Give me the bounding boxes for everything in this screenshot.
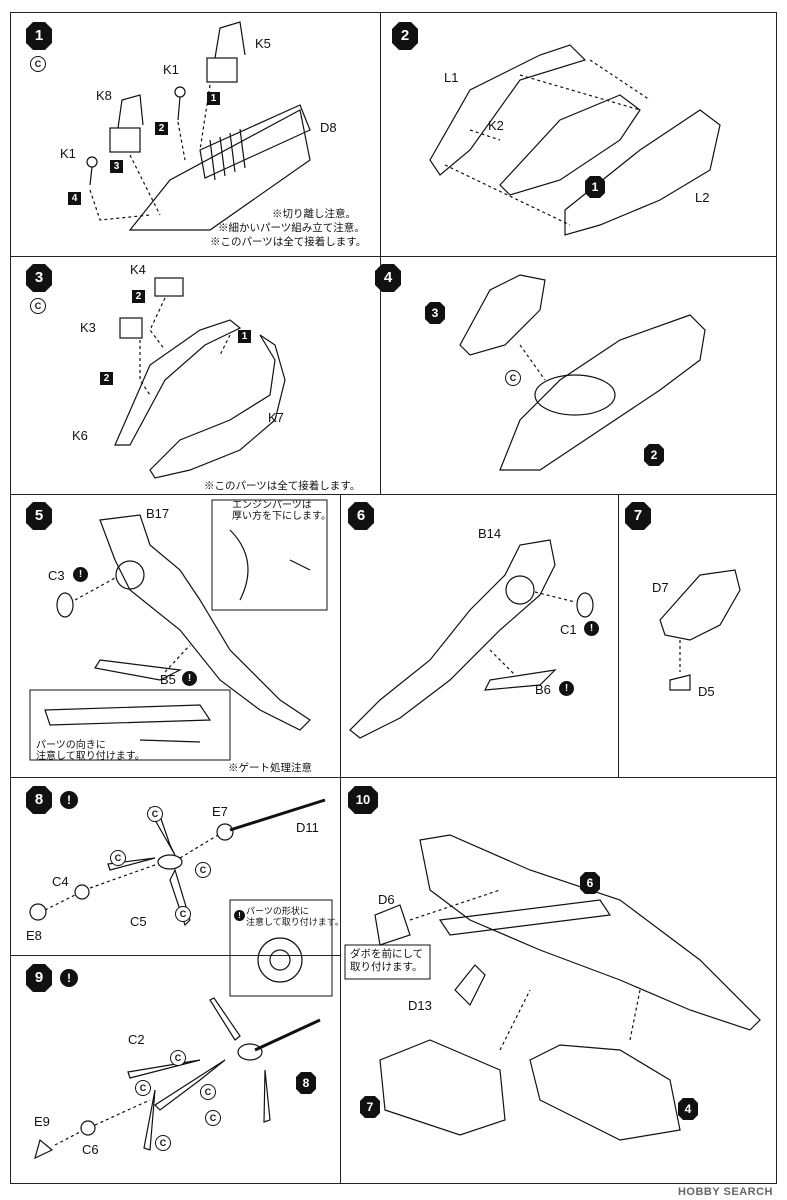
step-2-badge: 2 — [392, 22, 418, 50]
part-label: E8 — [26, 928, 42, 943]
cement-icon: C — [205, 1110, 221, 1126]
watermark: HOBBY SEARCH — [677, 1186, 773, 1198]
step-ref-badge: 3 — [425, 302, 445, 324]
step-10-badge: 10 — [348, 786, 378, 814]
part-label: E9 — [34, 1114, 50, 1129]
divider — [10, 494, 777, 495]
caution-note: ※細かいパーツ組み立て注意。 — [218, 222, 365, 234]
part-label: K4 — [130, 262, 146, 277]
caution-icon: ! — [60, 791, 78, 809]
detail-note: パーツの向きに 注意して取り付けます。 — [36, 740, 145, 762]
sequence-number: 2 — [132, 290, 145, 303]
caution-note: ※切り離し注意。 — [272, 208, 356, 220]
step-3-badge: 3 — [26, 264, 52, 292]
instruction-sheet — [10, 12, 777, 1184]
caution-icon: ! — [559, 681, 574, 696]
part-label: K7 — [268, 410, 284, 425]
part-label: B5 — [160, 672, 176, 687]
part-label: K1 — [163, 62, 179, 77]
part-label: D13 — [408, 998, 432, 1013]
inset-note: エンジンパーツは 厚い方を下にします。 — [232, 500, 331, 522]
cement-icon: C — [135, 1080, 151, 1096]
part-label: D8 — [320, 120, 337, 135]
part-label: E7 — [212, 804, 228, 819]
part-label: C1 — [560, 622, 577, 637]
caution-note: ※ゲート処理注意 — [228, 762, 312, 774]
divider — [618, 494, 619, 777]
part-label: L1 — [444, 70, 459, 85]
sequence-number: 3 — [110, 160, 123, 173]
sequence-number: 2 — [155, 122, 168, 135]
cement-icon: C — [30, 298, 46, 314]
part-label: C5 — [130, 914, 147, 929]
part-label: D11 — [296, 820, 319, 835]
step-7-badge: 7 — [625, 502, 651, 530]
part-label: K2 — [488, 118, 504, 133]
caution-note: ※このパーツは全て接着します。 — [210, 236, 367, 248]
cement-icon: C — [155, 1135, 171, 1151]
divider — [10, 955, 340, 956]
divider — [10, 256, 777, 257]
caution-icon: ! — [60, 969, 78, 987]
part-label: B17 — [146, 506, 170, 521]
dowel-note: ダボを前にして 取り付けます。 — [350, 948, 424, 973]
sequence-number: 1 — [238, 330, 251, 343]
cement-icon: C — [175, 906, 191, 922]
part-label: B6 — [535, 682, 551, 697]
part-label: K3 — [80, 320, 96, 335]
step-ref-badge: 6 — [580, 872, 600, 894]
cement-icon: C — [110, 850, 126, 866]
sequence-number: 4 — [68, 192, 81, 205]
caution-icon: ! — [73, 567, 88, 582]
step-ref-badge: 4 — [678, 1098, 698, 1120]
cement-icon: C — [195, 862, 211, 878]
step-ref-badge: 2 — [644, 444, 664, 466]
part-label: C3 — [48, 568, 65, 583]
divider — [10, 777, 777, 778]
caution-icon: ! — [234, 910, 245, 921]
part-label: C4 — [52, 874, 69, 889]
part-label: K8 — [96, 88, 112, 103]
part-label: C6 — [82, 1142, 99, 1157]
step-ref-badge: 1 — [585, 176, 605, 198]
part-label: K5 — [255, 36, 271, 51]
cement-icon: C — [30, 56, 46, 72]
step-9-badge: 9 — [26, 964, 52, 992]
step-1-badge: 1 — [26, 22, 52, 50]
part-label: D5 — [698, 684, 715, 699]
step-ref-badge: 7 — [360, 1096, 380, 1118]
divider — [340, 494, 341, 1184]
cement-icon: C — [170, 1050, 186, 1066]
sequence-number: 2 — [100, 372, 113, 385]
part-label: L2 — [695, 190, 710, 205]
step-5-badge: 5 — [26, 502, 52, 530]
cement-icon: C — [505, 370, 521, 386]
step-6-badge: 6 — [348, 502, 374, 530]
caution-icon: ! — [584, 621, 599, 636]
sequence-number: 1 — [207, 92, 220, 105]
part-label: D6 — [378, 892, 395, 907]
caution-note: ※このパーツは全て接着します。 — [204, 480, 361, 492]
caution-icon: ! — [182, 671, 197, 686]
part-label: K1 — [60, 146, 76, 161]
step-8-badge: 8 — [26, 786, 52, 814]
part-label: D7 — [652, 580, 669, 595]
divider — [380, 12, 381, 494]
step-ref-badge: 8 — [296, 1072, 316, 1094]
cement-icon: C — [147, 806, 163, 822]
part-label: B14 — [478, 526, 502, 541]
cement-icon: C — [200, 1084, 216, 1100]
shape-note: パーツの形状に 注意して取り付けます。 — [246, 906, 344, 927]
step-4-badge: 4 — [375, 264, 401, 292]
part-label: K6 — [72, 428, 88, 443]
part-label: C2 — [128, 1032, 145, 1047]
